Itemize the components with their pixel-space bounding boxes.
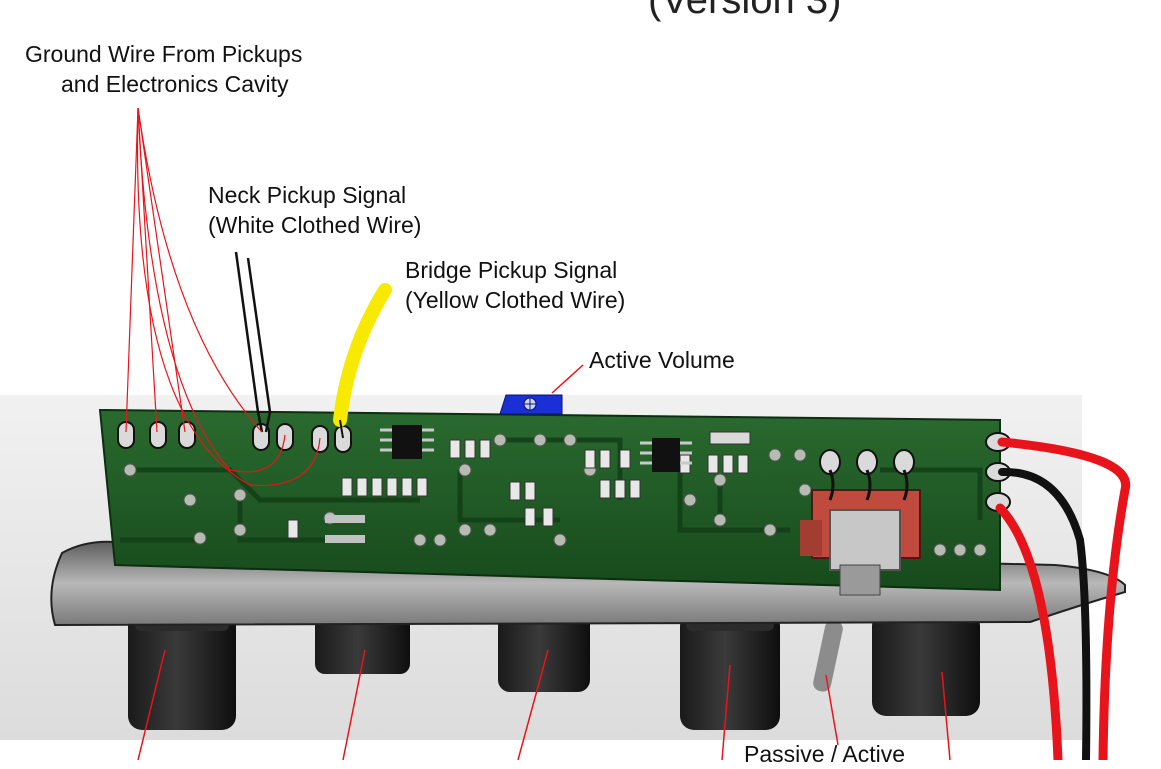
board-pins-right [819,449,915,475]
active-volume-pot [499,394,563,415]
output-red-wire-1 [997,437,1131,760]
passive-active-label: Passive / Active [744,741,906,767]
active-volume-pointer [551,364,584,394]
neck-pickup-label-line2: (White Clothed Wire) [208,212,422,238]
smd-components [287,431,751,539]
output-black-wire [998,467,1091,760]
bridge-pickup-wire [333,283,392,427]
toggle-lever [813,620,843,692]
bridge-pickup-label-line1: Bridge Pickup Signal [405,257,618,283]
knob-2 [315,612,410,674]
photo-background-right [1082,395,1161,740]
ground-wire-label-line2: and Electronics Cavity [61,71,289,97]
ic-chip-1 [380,425,434,459]
output-red-wire-2 [995,503,1063,760]
active-volume-label: Active Volume [589,347,735,373]
ic-chip-2 [640,438,692,472]
wire-eyelets [117,421,352,453]
page-title: (Version 3) [648,0,842,22]
toggle-switch [800,469,921,596]
neck-pickup-wire [234,251,272,433]
pcb-board [98,408,1011,592]
knob-5 [872,612,980,716]
knob-3 [498,612,590,692]
header-pins [325,515,365,543]
knob-pointer-lines [137,649,951,760]
ground-wire-label-line1: Ground Wire From Pickups [25,41,303,67]
ground-pointer-lines [125,107,321,487]
bridge-pickup-label-line2: (Yellow Clothed Wire) [405,287,626,313]
neck-pickup-label-line1: Neck Pickup Signal [208,182,407,208]
